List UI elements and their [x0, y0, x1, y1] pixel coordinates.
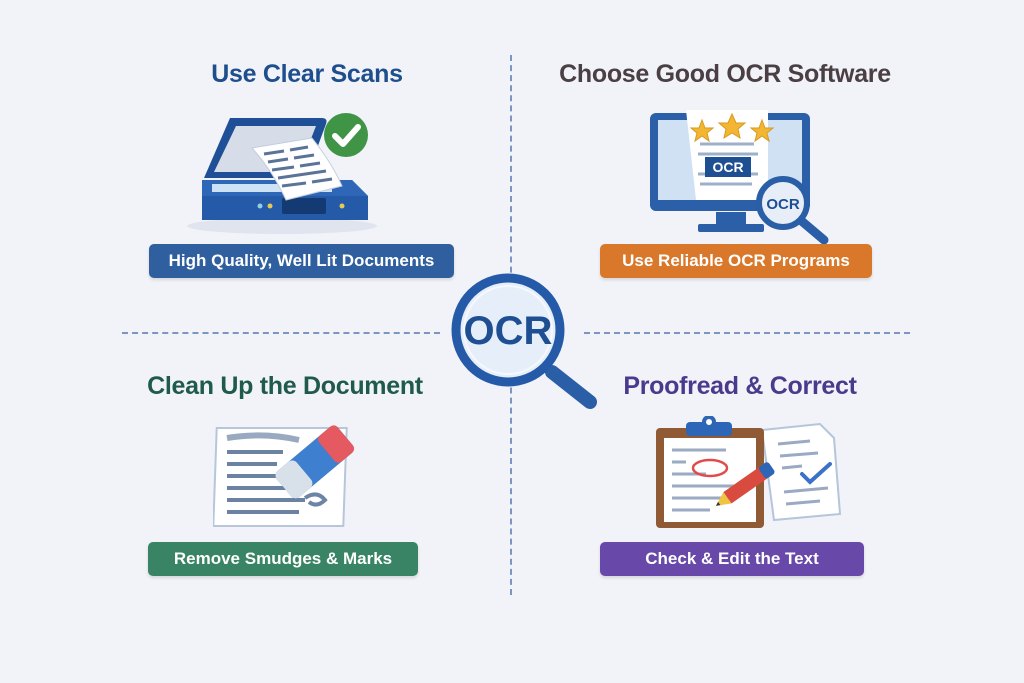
ocr-label: OCR — [464, 309, 553, 353]
tag-high-quality: High Quality, Well Lit Documents — [149, 244, 454, 278]
svg-text:OCR: OCR — [766, 196, 800, 213]
horizontal-divider-left — [122, 332, 440, 334]
quadrant-title: Proofread & Correct — [623, 372, 857, 400]
quadrant-clean-up-document: Clean Up the Document — [105, 372, 465, 576]
quadrant-use-clear-scans: Use Clear Scans — [127, 60, 487, 278]
clipboard-icon — [650, 415, 850, 541]
center-ocr-magnifier: OCR — [430, 272, 610, 422]
tag-remove-smudges: Remove Smudges & Marks — [148, 542, 418, 576]
horizontal-divider-right — [584, 332, 910, 334]
monitor-icon: OCR OCR — [648, 108, 858, 253]
quadrant-title: Use Clear Scans — [211, 60, 403, 88]
checkmark-icon — [323, 112, 369, 163]
quadrant-title: Choose Good OCR Software — [559, 60, 891, 88]
quadrant-proofread-correct: Proofread & Correct — [560, 372, 920, 576]
scanner-icon — [182, 108, 382, 243]
tag-reliable-ocr: Use Reliable OCR Programs — [600, 244, 872, 278]
quadrant-choose-ocr-software: Choose Good OCR Software OCR — [550, 60, 910, 278]
svg-text:OCR: OCR — [712, 159, 743, 175]
eraser-icon — [212, 420, 363, 535]
quadrant-title: Clean Up the Document — [147, 372, 423, 400]
tag-check-edit: Check & Edit the Text — [600, 542, 864, 576]
